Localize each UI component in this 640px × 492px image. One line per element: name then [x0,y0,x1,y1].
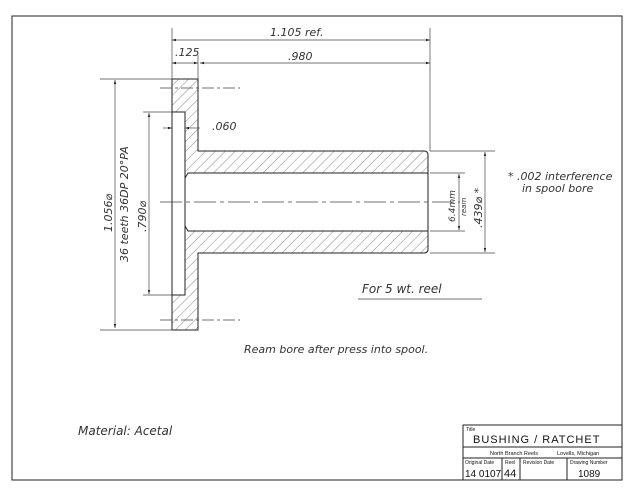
note-ream: Ream bore after press into spool. [244,343,428,356]
original-date: 14 0107 [465,469,502,480]
dim-recess-diameter: .790⌀ [136,201,149,232]
dim-hub-length: .980 [288,50,313,63]
dim-flange-thickness: .125 [175,46,200,59]
dim-bore-size: 6.4mm [448,190,458,222]
revision-date-label: Revision Date [523,460,554,466]
reel-label: Reel [505,460,515,466]
dim-flange-diameter: 1.056⌀ [102,194,115,232]
note-interference-2: in spool bore [522,182,593,195]
note-application: For 5 wt. reel [362,282,442,296]
original-date-label: Original Date [465,460,494,466]
company-name: North Branch Reels [490,451,538,457]
dim-hub-diameter: .439⌀ * [472,187,485,228]
reel-number: 44 [504,468,516,480]
drawing-number-label: Drawing Number [570,460,608,466]
note-material: Material: Acetal [78,424,173,438]
bushing-section [160,78,460,331]
gear-spec: 36 teeth 36DP 20°PA [118,146,131,262]
title-block: Title BUSHING / RATCHET North Branch Ree… [462,424,623,481]
drawing-border [11,15,623,481]
drawing-title: BUSHING / RATCHET [473,434,600,446]
dim-overall-length: 1.105 ref. [270,26,323,39]
note-interference-1: * .002 interference [508,170,613,183]
title-label: Title [466,427,475,433]
company-location: Lovells, Michigan [557,451,599,457]
dimensions: 1.105 ref. .125 .980 .060 1.056⌀ 36 teet… [100,26,495,331]
dim-recess-depth: .060 [212,120,237,133]
drawing-number: 1089 [578,469,601,480]
dim-bore-note: ream [460,198,468,216]
